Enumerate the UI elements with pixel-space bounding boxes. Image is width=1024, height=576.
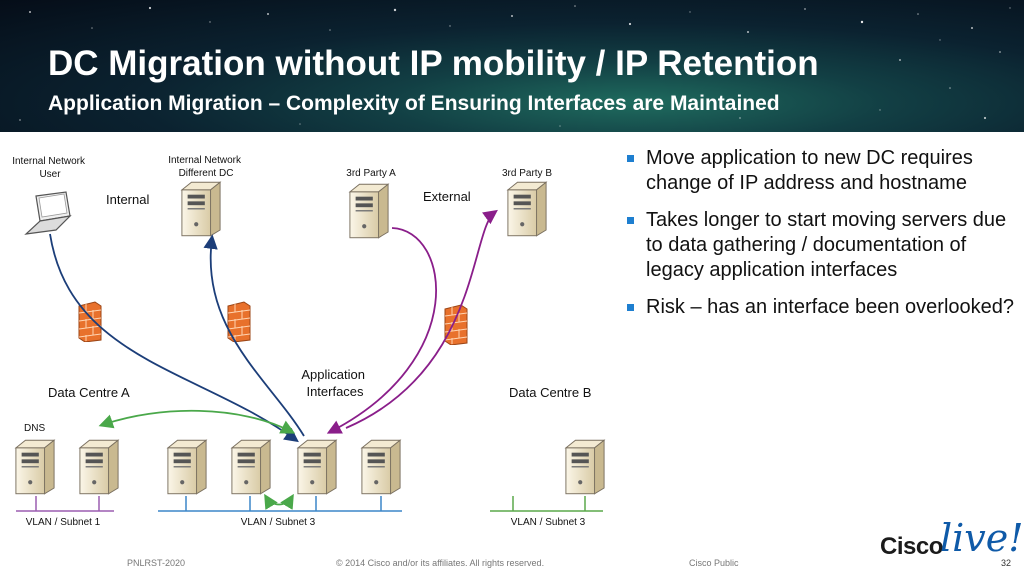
server-icon <box>361 439 401 495</box>
internal-label: Internal <box>106 192 149 207</box>
internal-user-label: Internal Network User <box>12 156 88 180</box>
copyright-notice: © 2014 Cisco and/or its affiliates. All … <box>336 558 545 568</box>
page-subtitle: Application Migration – Complexity of En… <box>48 92 780 115</box>
internal-dc-flow <box>203 234 305 437</box>
bullet-square-icon <box>627 217 634 224</box>
bullet-item: Move application to new DC requires chan… <box>624 146 1014 196</box>
bullet-item: Risk – has an interface been overlooked? <box>624 295 1014 320</box>
server-icon <box>167 439 207 495</box>
data-centre-a-label: Data Centre A <box>48 385 130 400</box>
page-number: 32 <box>1001 558 1012 568</box>
starfield-background <box>19 5 1011 127</box>
vlan-subnet-3-dc-b-label: VLAN / Subnet 3 <box>511 517 586 528</box>
party-b-flow <box>345 209 498 429</box>
dns-migration-flow <box>98 409 296 434</box>
dns-server-icon <box>15 439 55 495</box>
laptop-icon <box>24 191 72 235</box>
session-id: PNLRST-2020 <box>127 558 186 568</box>
vlan-subnet-1-label: VLAN / Subnet 1 <box>26 517 101 528</box>
bullet-list: Move application to new DC requires chan… <box>624 146 1014 332</box>
party-a-label: 3rd Party A <box>346 168 396 179</box>
server-icon <box>231 439 271 495</box>
party-a-flow <box>326 227 437 434</box>
party-b-server-icon <box>507 181 547 237</box>
vlan-subnet-1-segment <box>16 496 114 512</box>
bullet-text: Move application to new DC requires chan… <box>646 147 973 194</box>
internal-dc-label: Internal Network Different DC <box>168 155 244 179</box>
bullet-text: Risk – has an interface been overlooked? <box>646 296 1015 318</box>
bullet-item: Takes longer to start moving servers due… <box>624 208 1014 283</box>
vlan-subnet-3-label: VLAN / Subnet 3 <box>241 517 316 528</box>
application-server-icon <box>297 439 337 495</box>
cisco-live-logo: Cisco live! <box>880 514 1024 564</box>
internal-dc-server-icon <box>181 181 221 237</box>
vlan-subnet-3-segment <box>158 496 402 512</box>
server-icon <box>79 439 119 495</box>
classification-label: Cisco Public <box>689 558 739 568</box>
firewall-icon <box>444 304 468 345</box>
server-interface-flow <box>264 493 294 510</box>
party-a-server-icon <box>349 183 389 239</box>
live-wordmark: live! <box>940 516 1024 560</box>
dc-b-server-icon <box>565 439 605 495</box>
header-banner: DC Migration without IP mobility / IP Re… <box>0 0 1024 132</box>
external-label: External <box>423 189 471 204</box>
bullet-square-icon <box>627 155 634 162</box>
cisco-wordmark: Cisco <box>880 533 943 560</box>
party-b-label: 3rd Party B <box>502 168 552 179</box>
bullet-square-icon <box>627 304 634 311</box>
dns-label: DNS <box>24 423 45 434</box>
data-centre-b-label: Data Centre B <box>509 385 591 400</box>
page-title: DC Migration without IP mobility / IP Re… <box>48 44 819 83</box>
application-interfaces-label: Application Interfaces <box>301 367 368 399</box>
bullet-text: Takes longer to start moving servers due… <box>646 209 1007 281</box>
vlan-subnet-3-dc-b-segment <box>490 496 603 512</box>
migration-diagram: Internal Network User Internal Network D… <box>12 155 605 528</box>
